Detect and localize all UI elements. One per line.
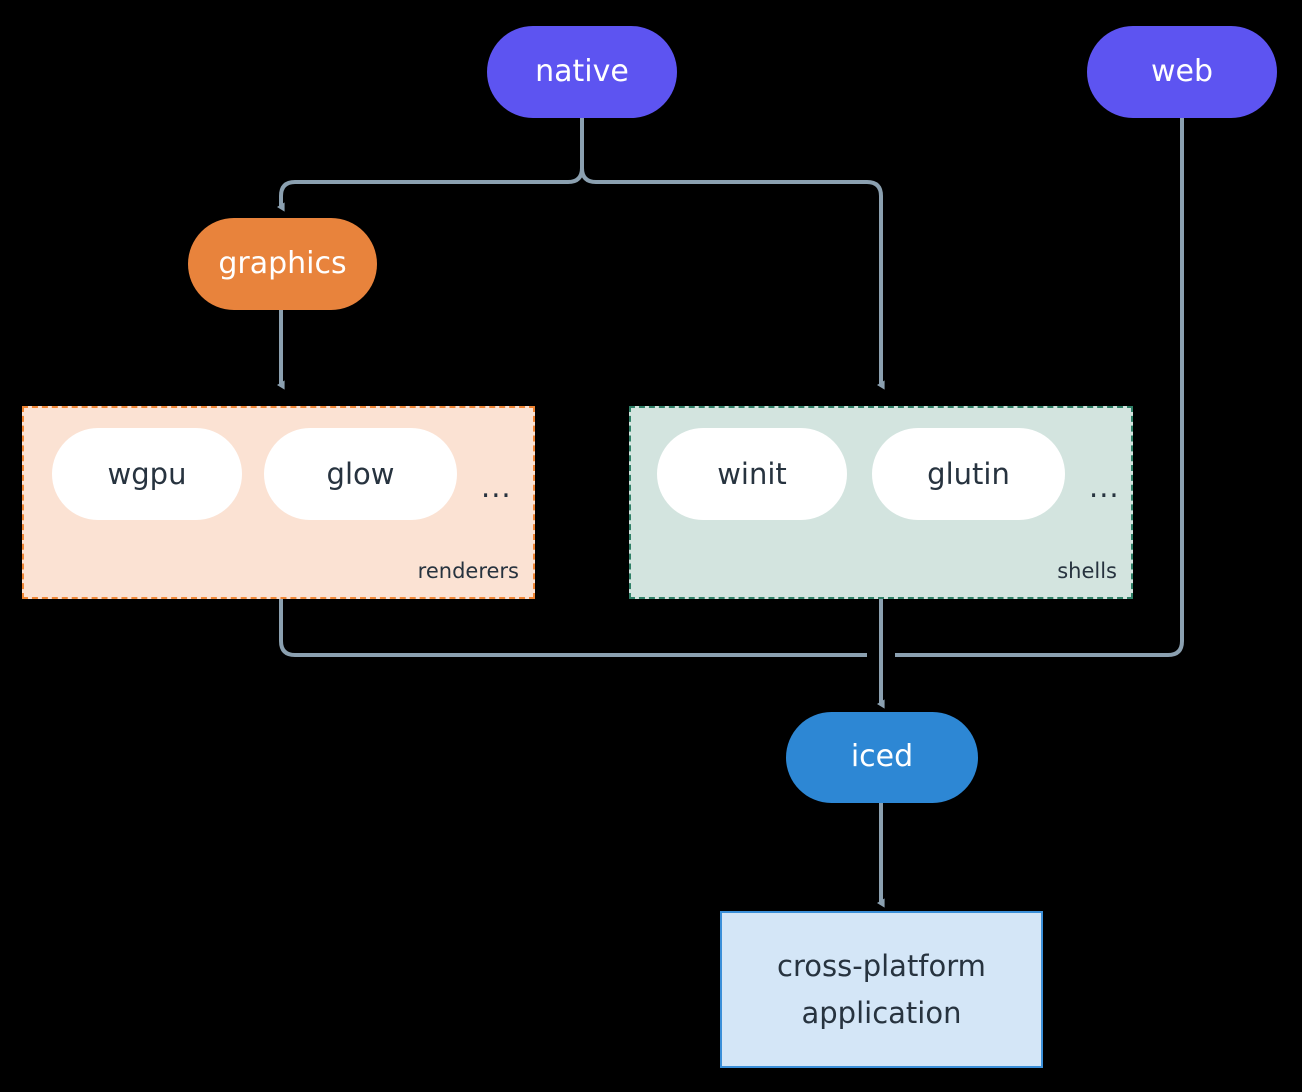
leaf-node-wgpu[interactable]: wgpu (52, 428, 242, 520)
node-graphics[interactable]: graphics (188, 218, 377, 310)
node-native-label: native (535, 53, 629, 89)
leaf-node-glutin[interactable]: glutin (872, 428, 1065, 520)
node-web-label: web (1150, 53, 1214, 89)
renderers-overflow-ellipsis: ... (481, 470, 512, 504)
leaf-node-glow[interactable]: glow (264, 428, 457, 520)
edge-web-bus (895, 118, 1184, 657)
group-shells: winit glutin ... shells (629, 406, 1133, 599)
leaf-node-glow-label: glow (326, 457, 395, 491)
edge-renderers-bus (279, 599, 867, 657)
node-iced-label: iced (850, 739, 914, 775)
node-cross-platform-application[interactable]: cross-platform application (720, 911, 1043, 1068)
group-renderers-label: renderers (417, 559, 519, 583)
node-web[interactable]: web (1087, 26, 1277, 118)
group-renderers: wgpu glow ... renderers (22, 406, 535, 599)
group-shells-label: shells (1057, 559, 1117, 583)
application-label-line1: cross-platform (777, 948, 986, 983)
leaf-node-winit[interactable]: winit (657, 428, 847, 520)
leaf-node-wgpu-label: wgpu (107, 457, 187, 491)
edge-native-bus (277, 118, 584, 212)
leaf-node-winit-label: winit (717, 457, 787, 491)
application-label-line2: application (801, 995, 962, 1030)
edge-native-shells (580, 118, 885, 390)
leaf-node-glutin-label: glutin (927, 457, 1010, 491)
node-iced[interactable]: iced (786, 712, 978, 803)
shells-overflow-ellipsis: ... (1089, 470, 1120, 504)
node-graphics-label: graphics (218, 245, 347, 281)
node-native[interactable]: native (487, 26, 677, 118)
